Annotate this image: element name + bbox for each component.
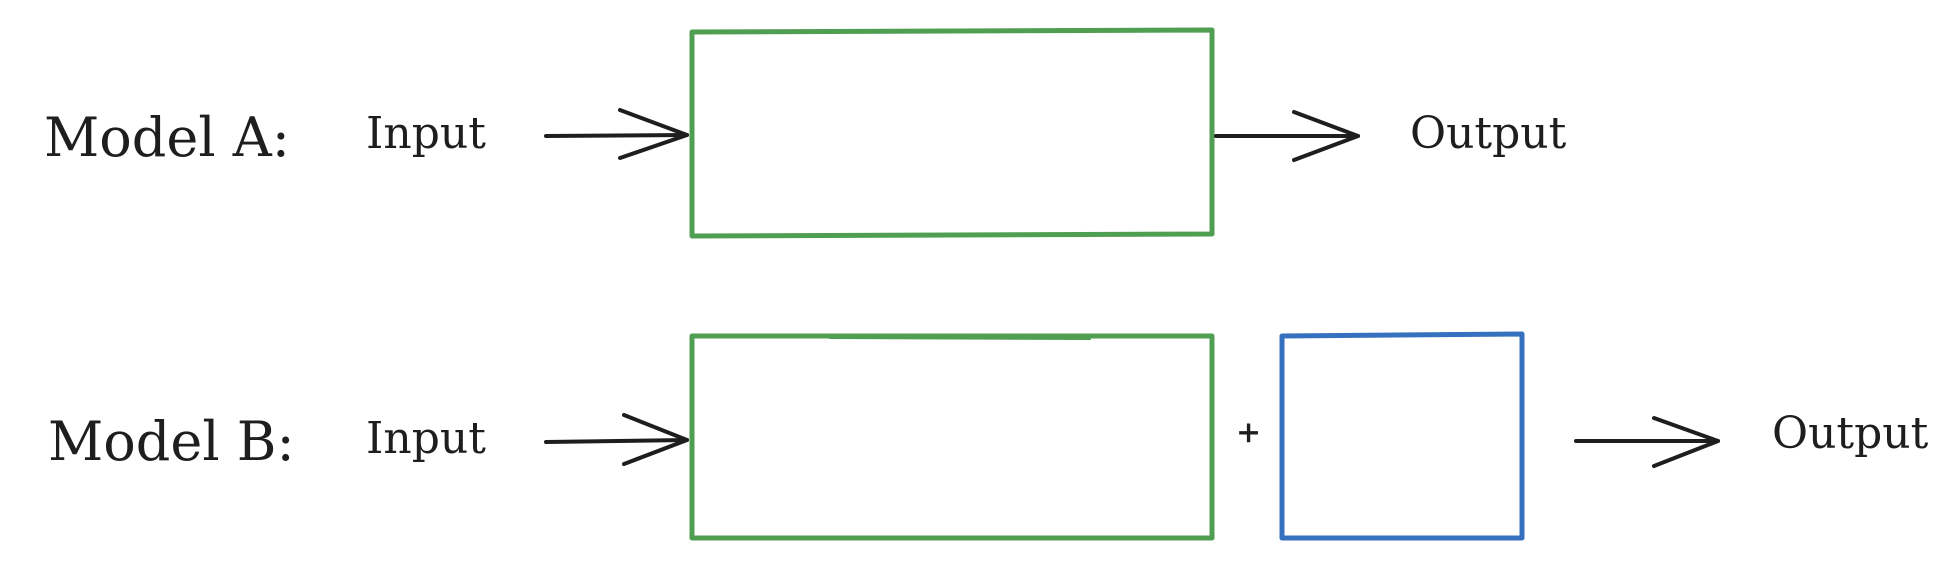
- row-model-a: Model A: Input Output: [44, 27, 1567, 239]
- model-b-output-label: Output: [1772, 408, 1929, 459]
- model-b-output-arrow: [1574, 416, 1720, 468]
- model-a-label: Model A:: [44, 106, 290, 169]
- model-b-main-block: [689, 333, 1215, 541]
- model-a-output-arrow: [1214, 110, 1360, 162]
- model-b-label: Model B:: [48, 410, 295, 473]
- model-b-adapter-block: [1279, 331, 1525, 541]
- model-b-input-label: Input: [366, 413, 486, 464]
- model-a-output-label: Output: [1410, 108, 1567, 159]
- model-a-input-label: Input: [366, 108, 486, 159]
- row-model-b: Model B: Input + Output: [48, 331, 1929, 541]
- model-a-block: [689, 27, 1215, 239]
- plus-sign: +: [1236, 415, 1261, 450]
- model-a-input-arrow: [544, 108, 689, 160]
- model-b-input-arrow: [544, 413, 689, 466]
